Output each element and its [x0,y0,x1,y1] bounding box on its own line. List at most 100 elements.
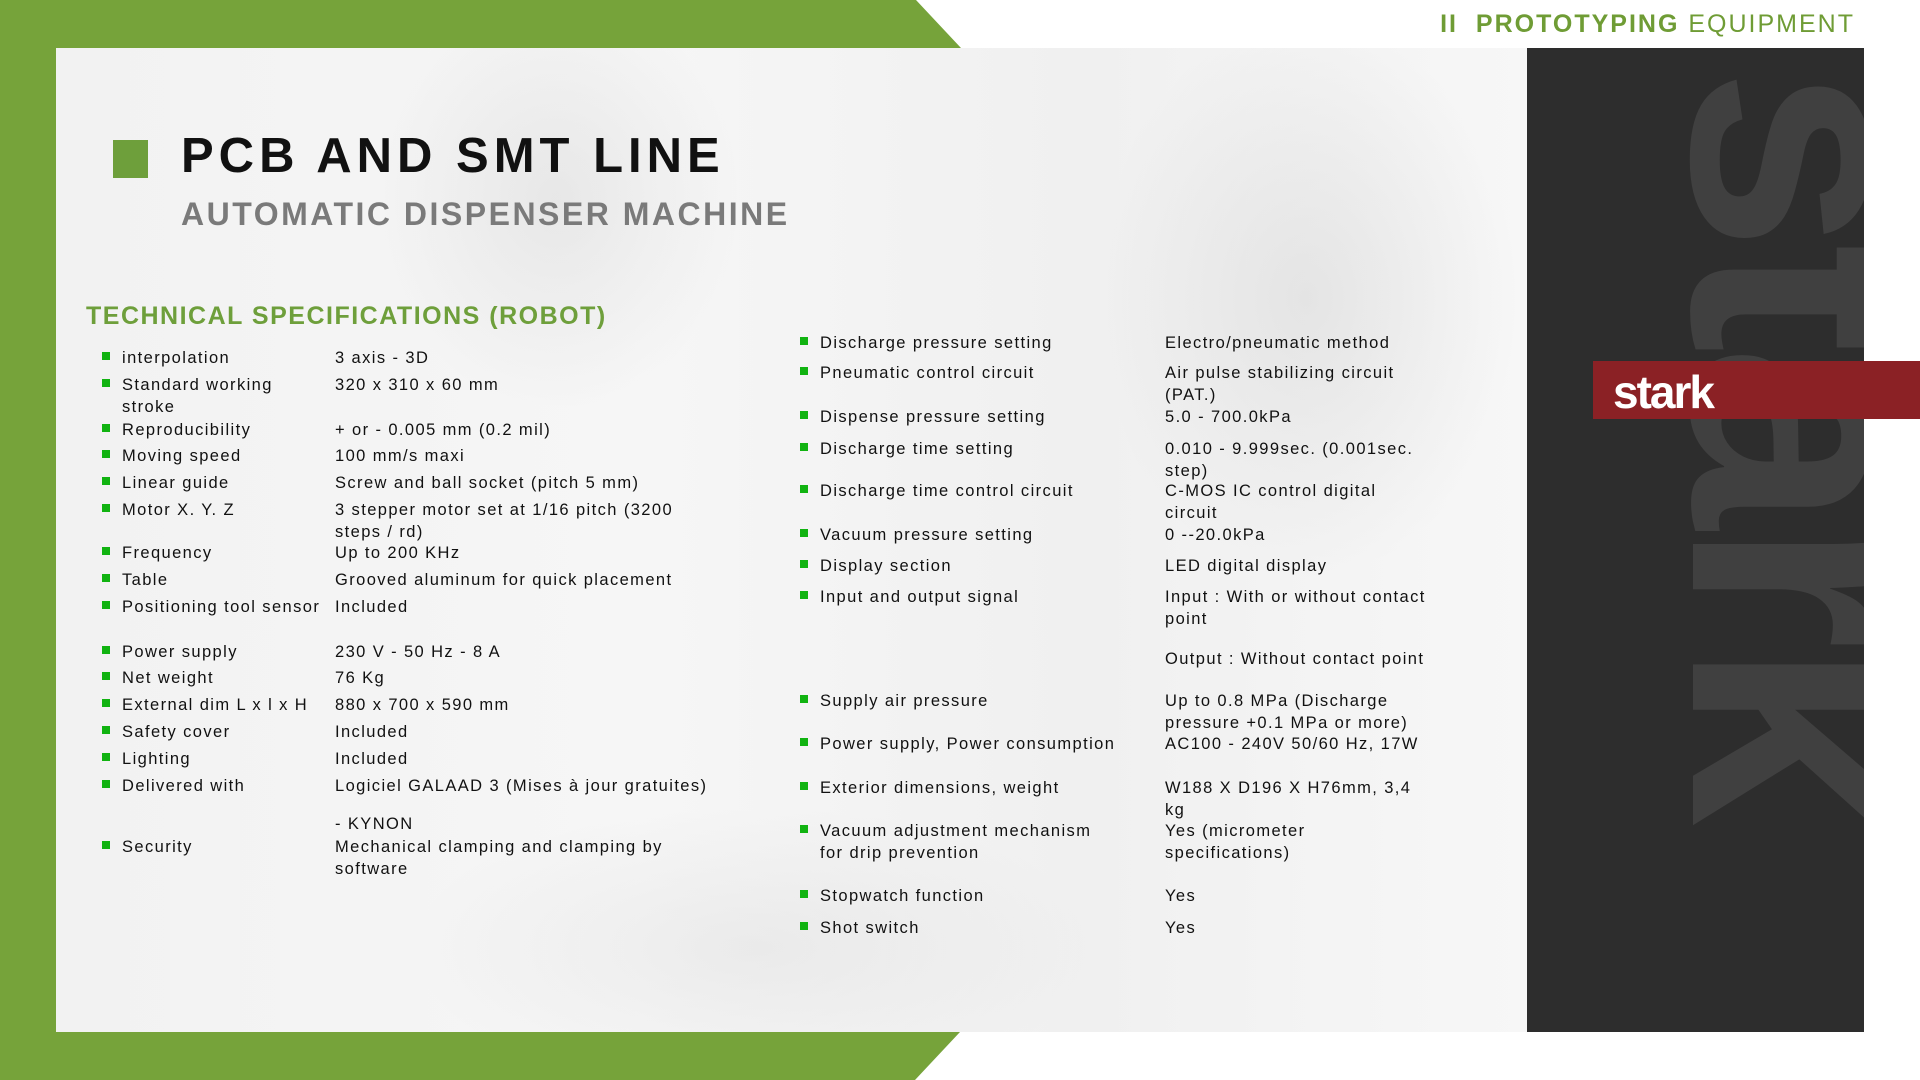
green-frame-top [0,0,961,48]
bullet-icon [102,379,110,387]
bullet-icon [800,560,808,568]
spec-value: 100 mm/s maxi [335,447,466,465]
spec-label: Input and output signal [820,588,1020,606]
header-prefix: II [1440,10,1458,38]
spec-label: Reproducibility [122,421,252,439]
spec-label: External dim L x l x H [122,696,309,714]
spec-value: Included [335,723,409,741]
spec-value: Air pulse stabilizing circuit (PAT.) [1165,364,1395,404]
spec-value: + or - 0.005 mm (0.2 mil) [335,421,552,439]
stark-logo: stark [1613,366,1715,418]
spec-value: Included [335,750,409,768]
spec-value: 230 V - 50 Hz - 8 A [335,643,502,661]
bullet-icon [102,547,110,555]
bullet-icon [102,841,110,849]
spec-label: Power supply, Power consumption [820,735,1116,753]
brand-watermark: stark [1623,68,1864,817]
spec-value-extra: Output : Without contact point [1165,650,1425,668]
page-subtitle: AUTOMATIC DISPENSER MACHINE [181,196,790,232]
bullet-icon [102,352,110,360]
spec-label: Pneumatic control circuit [820,364,1035,382]
spec-label: Table [122,571,169,589]
bullet-icon [800,367,808,375]
spec-label: Net weight [122,669,214,687]
spec-value: Yes (micrometer specifications) [1165,822,1306,862]
bullet-icon [102,450,110,458]
spec-label: Supply air pressure [820,692,989,710]
spec-value: 0 --20.0kPa [1165,526,1266,544]
spec-value: AC100 - 240V 50/60 Hz, 17W [1165,735,1419,753]
brand-banner: stark [1593,361,1920,419]
bullet-icon [102,726,110,734]
spec-label: Discharge time control circuit [820,482,1074,500]
spec-value: 320 x 310 x 60 mm [335,376,500,394]
bullet-icon [102,477,110,485]
spec-value: 3 axis - 3D [335,349,430,367]
bullet-icon [800,825,808,833]
bullet-icon [102,574,110,582]
spec-label: Stopwatch function [820,887,985,905]
bullet-icon [800,443,808,451]
spec-value-extra: - KYNON [335,815,414,833]
green-frame-left [0,0,56,1080]
spec-label: Lighting [122,750,191,768]
spec-label: Safety cover [122,723,231,741]
spec-label: Security [122,838,193,856]
spec-label: Power supply [122,643,238,661]
spec-value: Up to 200 KHz [335,544,461,562]
header-rest: EQUIPMENT [1688,10,1855,38]
spec-value: Screw and ball socket (pitch 5 mm) [335,474,640,492]
spec-label: Standard working stroke [122,376,273,416]
bullet-icon [800,529,808,537]
bullet-icon [800,485,808,493]
spec-value: Yes [1165,919,1197,937]
spec-label: Frequency [122,544,213,562]
spec-value: Electro/pneumatic method [1165,334,1391,352]
bullet-icon [102,646,110,654]
section-header: II PROTOTYPING EQUIPMENT [1440,10,1855,39]
spec-label: Positioning tool sensor [122,598,321,616]
bullet-icon [800,890,808,898]
spec-label: Shot switch [820,919,920,937]
spec-label: Linear guide [122,474,230,492]
spec-value: Up to 0.8 MPa (Discharge pressure +0.1 M… [1165,692,1409,732]
bullet-icon [102,780,110,788]
bullet-icon [800,591,808,599]
spec-label: Display section [820,557,952,575]
bullet-icon [102,424,110,432]
spec-value: Mechanical clamping and clamping by soft… [335,838,663,878]
spec-value: LED digital display [1165,557,1328,575]
bullet-icon [800,411,808,419]
bullet-icon [800,738,808,746]
brand-side-panel: stark [1527,48,1864,1032]
spec-label: Discharge pressure setting [820,334,1053,352]
spec-label: interpolation [122,349,231,367]
spec-value: Grooved aluminum for quick placement [335,571,673,589]
spec-value: 0.010 - 9.999sec. (0.001sec. step) [1165,440,1414,480]
bullet-icon [102,699,110,707]
spec-label: Motor X. Y. Z [122,501,235,519]
background-photo-panel [56,48,1527,1032]
spec-value: W188 X D196 X H76mm, 3,4 kg [1165,779,1412,819]
spec-label: Exterior dimensions, weight [820,779,1060,797]
spec-label: Vacuum adjustment mechanism for drip pre… [820,822,1092,862]
spec-value: Logiciel GALAAD 3 (Mises à jour gratuite… [335,777,708,795]
title-square-icon [113,140,148,178]
spec-value: 76 Kg [335,669,386,687]
spec-label: Vacuum pressure setting [820,526,1034,544]
spec-label: Discharge time setting [820,440,1015,458]
green-frame-bottom [0,1032,960,1080]
spec-value: Included [335,598,409,616]
bullet-icon [800,695,808,703]
page-title: PCB AND SMT LINE [181,129,725,183]
bullet-icon [102,504,110,512]
bullet-icon [102,601,110,609]
spec-value: C-MOS IC control digital circuit [1165,482,1377,522]
bullet-icon [800,337,808,345]
spec-label: Dispense pressure setting [820,408,1046,426]
spec-value: 5.0 - 700.0kPa [1165,408,1292,426]
bullet-icon [102,672,110,680]
spec-value: Input : With or without contact point [1165,588,1426,628]
bullet-icon [800,782,808,790]
spec-label: Delivered with [122,777,246,795]
